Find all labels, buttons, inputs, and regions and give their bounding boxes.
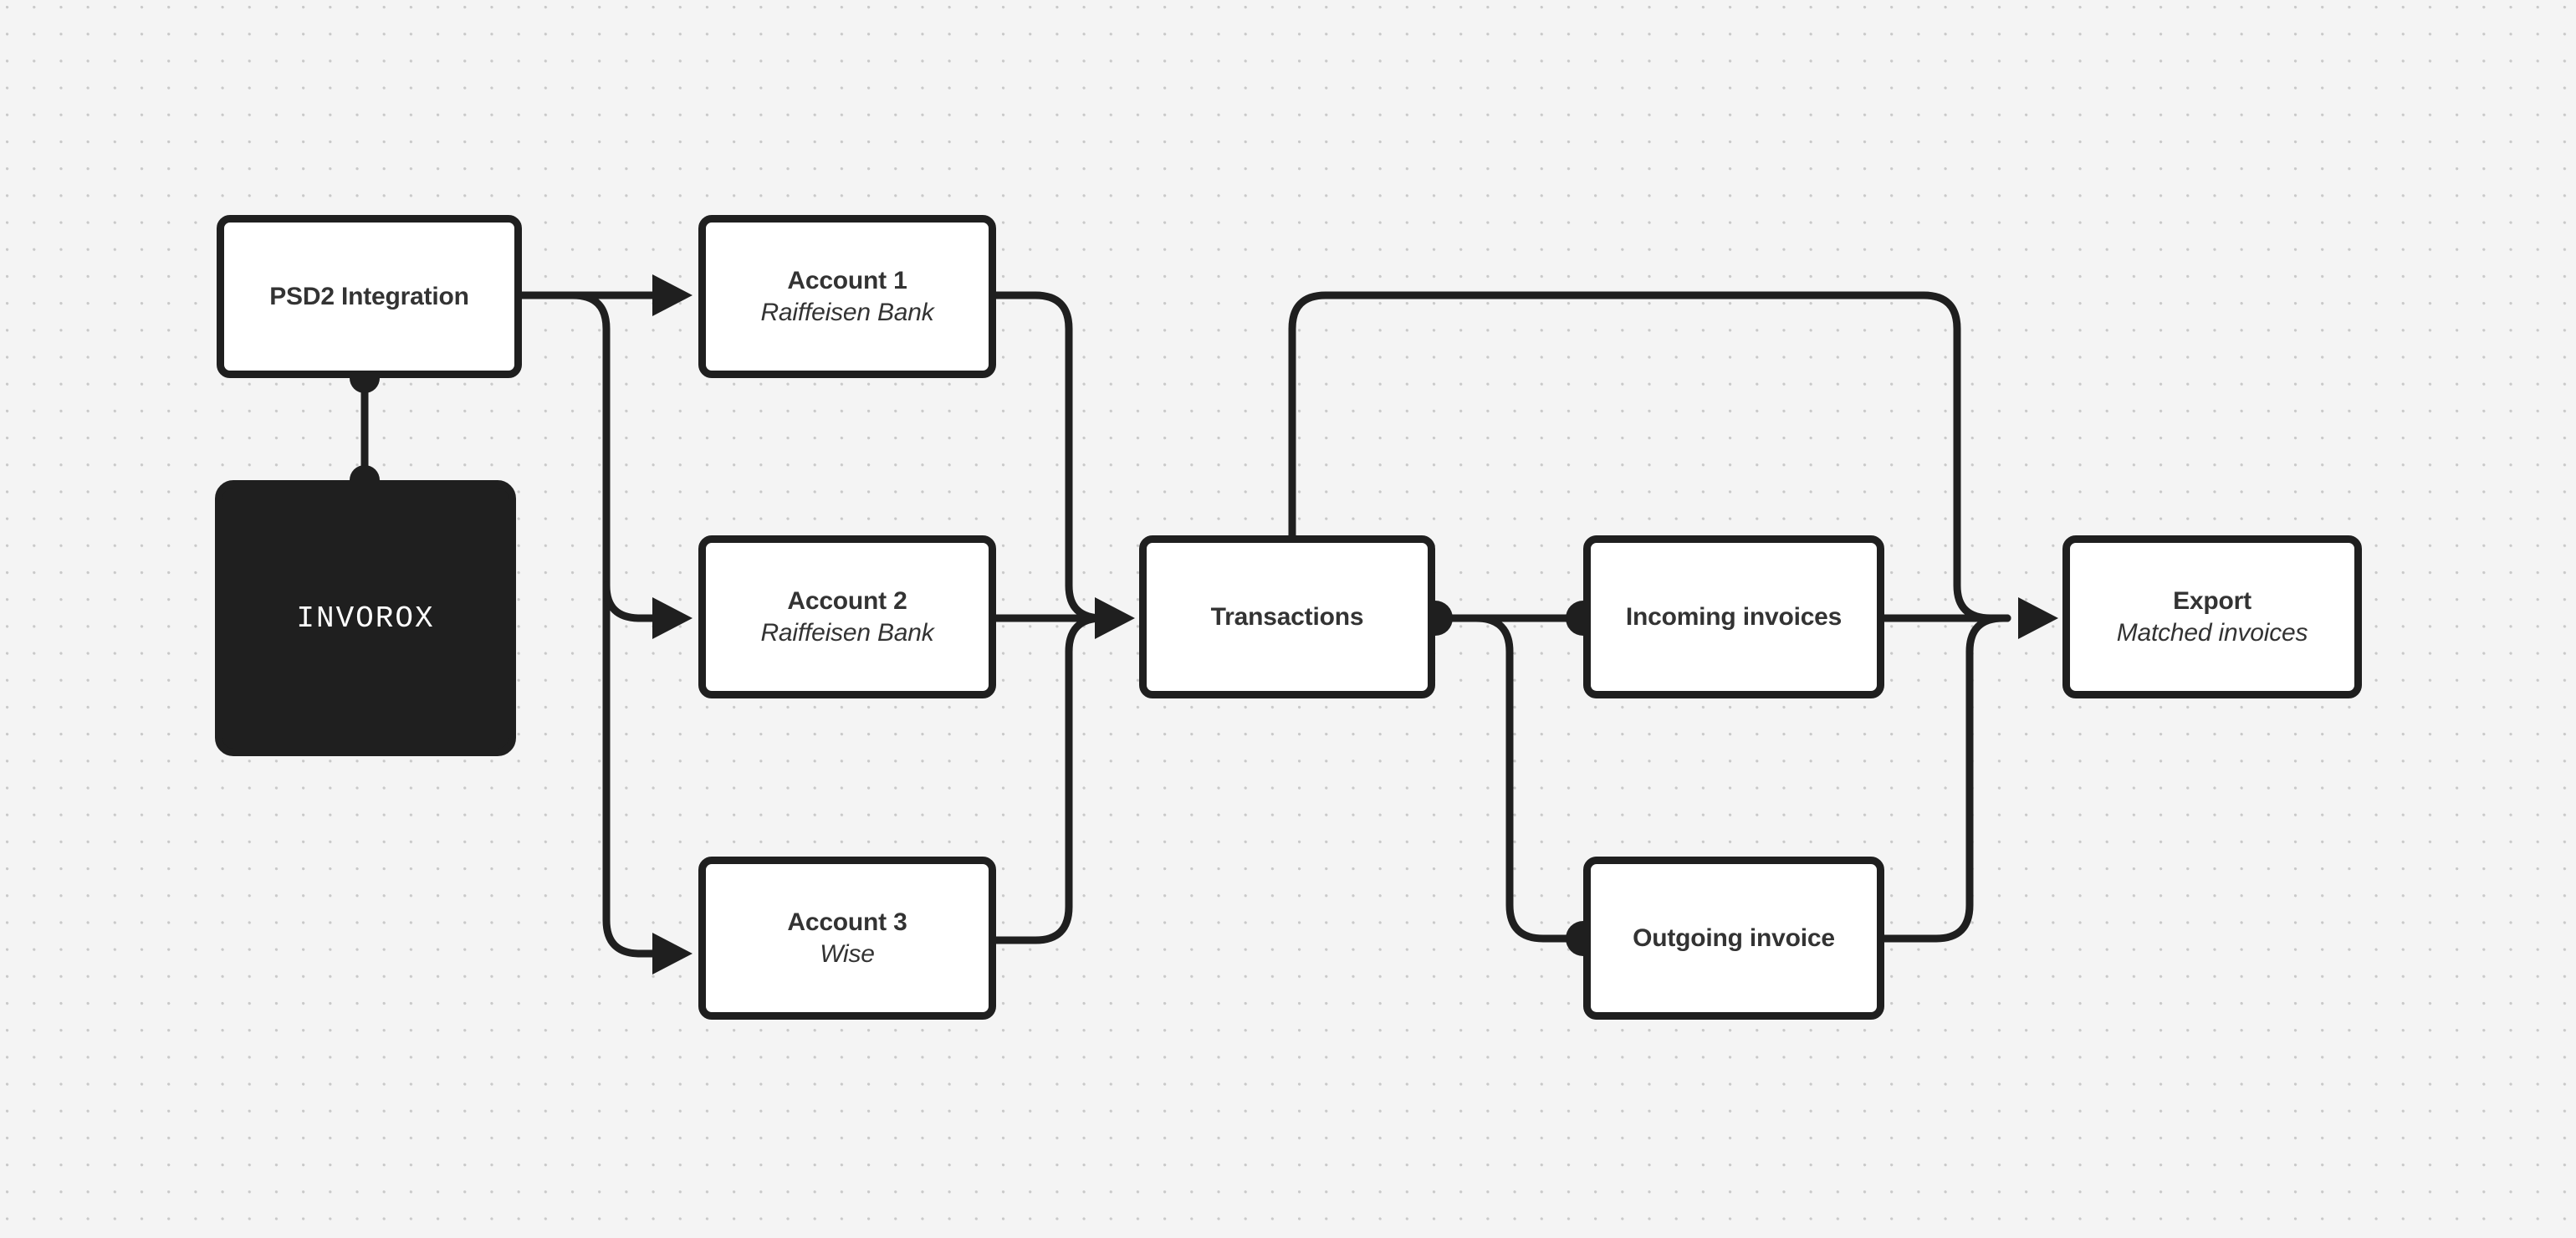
edge-outgoing-to-export — [1880, 614, 2011, 943]
node-account-2[interactable]: Account 2 Raiffeisen Bank — [698, 535, 996, 698]
node-title: Account 2 — [787, 587, 907, 615]
node-title: PSD2 Integration — [269, 282, 469, 310]
arrowhead-account1 — [652, 274, 693, 316]
node-title: Transactions — [1210, 602, 1364, 631]
node-outgoing-invoice[interactable]: Outgoing invoice — [1583, 857, 1884, 1020]
node-transactions[interactable]: Transactions — [1139, 535, 1435, 698]
edge-psd2-trunk — [518, 291, 673, 958]
node-title: Outgoing invoice — [1633, 923, 1835, 952]
arrowhead-export — [2018, 597, 2058, 639]
node-title: Account 3 — [787, 908, 907, 936]
node-title: Export — [2173, 587, 2251, 615]
node-incoming-invoices[interactable]: Incoming invoices — [1583, 535, 1884, 698]
node-subtitle: Wise — [820, 939, 875, 968]
node-title: Incoming invoices — [1625, 602, 1843, 631]
edge-psd2-to-account2 — [602, 581, 673, 622]
node-title: Account 1 — [787, 267, 907, 294]
edge-account1-to-transactions — [992, 291, 1117, 622]
edge-transactions-to-outgoing — [1431, 614, 1587, 943]
node-account-1[interactable]: Account 1 Raiffeisen Bank — [698, 215, 996, 378]
edge-account3-to-transactions — [992, 614, 1117, 944]
node-subtitle: Raiffeisen Bank — [760, 618, 934, 647]
arrowhead-account3 — [652, 933, 693, 975]
node-psd2-integration[interactable]: PSD2 Integration — [217, 215, 522, 378]
node-account-3[interactable]: Account 3 Wise — [698, 857, 996, 1020]
arrowhead-account2 — [652, 597, 693, 639]
node-invorox[interactable]: INVOROX — [215, 480, 516, 756]
node-subtitle: Matched invoices — [2116, 618, 2308, 647]
node-title: INVOROX — [296, 601, 435, 636]
node-subtitle: Raiffeisen Bank — [760, 298, 934, 326]
node-export[interactable]: Export Matched invoices — [2062, 535, 2362, 698]
arrowhead-transactions — [1095, 597, 1135, 639]
